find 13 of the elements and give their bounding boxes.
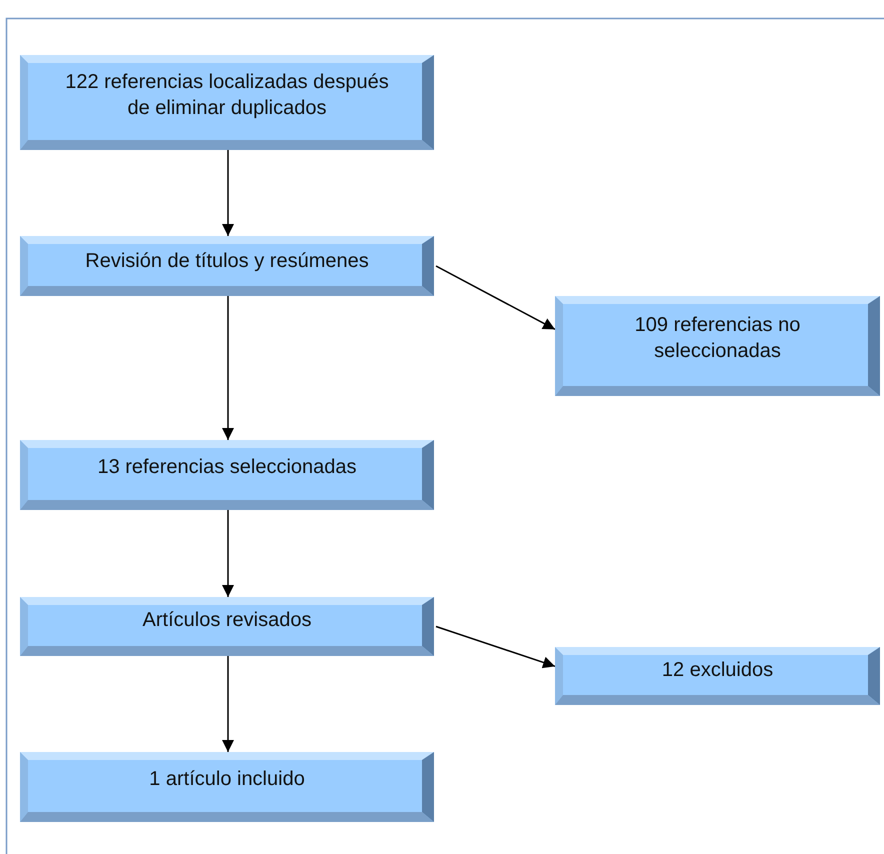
box-label: 109 referencias no seleccionadas <box>634 313 802 364</box>
box-label: 122 referencias localizadas después de eliminar duplicados <box>64 70 390 121</box>
box-label: Revisión de títulos y resúmenes <box>84 249 370 274</box>
arrow <box>222 510 234 597</box>
box-label: 12 excluidos <box>660 658 774 683</box>
arrow <box>222 656 234 752</box>
arrow <box>436 626 556 668</box>
arrow <box>222 296 234 440</box>
arrow <box>436 265 556 330</box>
box-label: 1 artículo incluido <box>148 767 306 792</box>
box-label: Artículos revisados <box>142 608 312 633</box>
box-label: 13 referencias seleccionadas <box>96 455 358 480</box>
arrow <box>222 150 234 236</box>
